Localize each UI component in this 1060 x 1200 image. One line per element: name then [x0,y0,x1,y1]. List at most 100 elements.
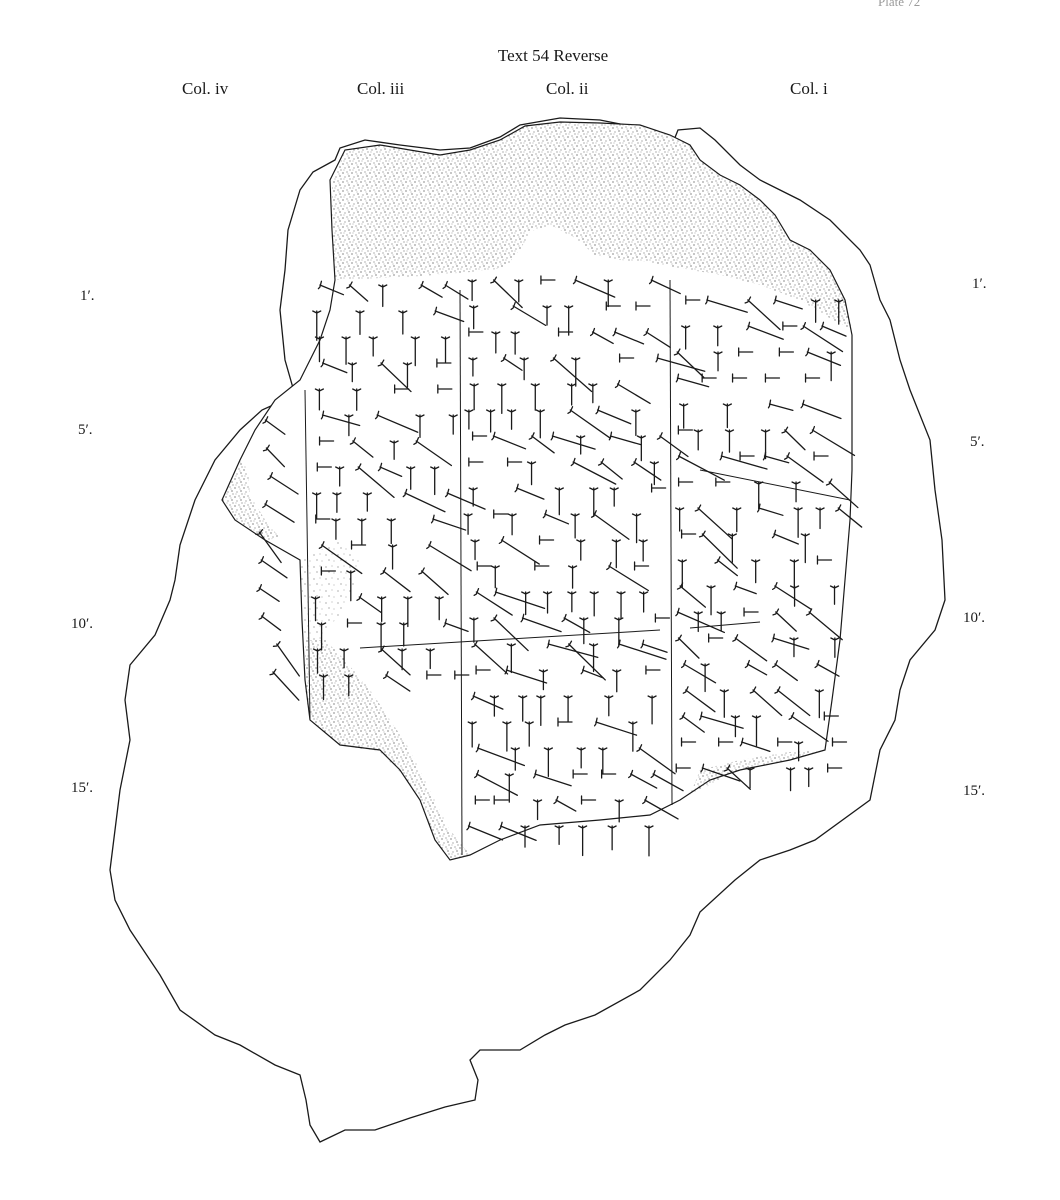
wedge-mark [588,643,599,673]
wedge-mark [493,795,509,805]
wedge-mark [474,795,490,805]
wedge-mark [834,299,844,325]
wedge-mark [468,327,484,337]
wedge-mark [507,513,517,536]
wedge-mark [694,504,733,540]
wedge-mark [608,431,642,446]
wedge-mark [654,613,671,623]
wedge-mark [628,769,658,789]
wedge-mark [398,310,408,335]
wedge-mark [553,795,577,812]
wedge-mark [382,671,411,692]
wedge-mark [554,825,564,845]
wedge-mark [403,596,413,628]
wedge-mark [771,581,812,610]
wedge-mark [605,301,621,311]
wedge-mark [614,617,624,647]
wedge-mark [346,570,356,602]
wedge-mark [595,405,632,425]
wedge-mark [804,767,814,788]
wedge-mark [502,721,512,752]
wedge-mark [571,357,581,387]
wedge-mark [679,712,705,733]
wedge-mark [589,327,614,345]
wedge-mark [640,639,668,653]
wedge-mark [464,409,474,430]
wedge-mark [542,591,553,614]
wedge-mark [314,388,325,411]
wedge-mark [738,347,754,357]
wedge-mark [604,695,614,717]
wedge-mark [540,275,556,285]
wedge-mark [727,533,737,563]
wedge-mark [430,514,467,531]
wedge-mark [733,581,757,595]
wedge-mark [550,354,593,393]
wedge-mark [825,478,859,509]
wedge-mark [648,275,681,295]
wedge-mark [267,471,299,495]
wedge-mark [823,711,839,721]
wedge-mark [378,645,411,676]
wedge-mark [520,825,530,848]
wedge-mark [538,535,555,545]
wedge-mark [816,555,833,565]
line-number-right-5: 5′. [970,434,985,450]
section-line-right [699,469,851,501]
wedge-mark [493,509,509,519]
wedge-mark [815,507,825,530]
wedge-mark [557,327,574,337]
wedge-mark [357,518,367,545]
wedge-mark [514,483,545,500]
wedge-mark [580,795,597,805]
wedge-mark [681,325,691,350]
wedge-mark [500,354,523,371]
wedge-mark [771,660,798,682]
wedge-mark [572,769,588,779]
wedge-mark [744,659,768,676]
wedge-mark [826,351,836,382]
wedge-mark [530,383,540,411]
wedge-mark [723,764,751,790]
wedge-mark [542,305,552,326]
wedge-mark [476,561,492,571]
wedge-mark [708,633,724,643]
wedge-mark [793,507,803,538]
wedge-mark [331,518,341,540]
wedge-mark [781,426,806,451]
wedge-mark [743,607,759,617]
wedge-mark [262,416,286,435]
wedge-mark [819,321,847,337]
wedge-mark [490,565,500,589]
wedge-mark [677,425,694,435]
wedge-mark [350,540,367,550]
wedge-mark [341,336,351,365]
wedge-mark [557,717,573,727]
wedge-mark [436,358,452,368]
wedge-mark [469,305,479,330]
wedge-mark [680,529,697,539]
wedge-mark [466,821,504,841]
wedge-mark [643,327,671,348]
wedge-mark [677,477,694,487]
wedge-mark [426,540,472,572]
wedge-mark [773,295,803,310]
wedge-mark [612,669,622,693]
wedge-mark [332,492,342,513]
wedge-mark [378,284,388,308]
wedge-mark [749,686,783,717]
wedge-mark [469,383,479,411]
wedge-mark [475,665,491,675]
wedge-mark [463,513,473,535]
wedge-mark [418,280,443,298]
wedge-mark [474,769,518,796]
wedge-mark [410,336,420,367]
wedge-mark [354,463,395,498]
wedge-mark [793,741,804,762]
wedge-mark [514,279,524,303]
wedge-mark [490,276,523,309]
wedge-mark [377,359,412,393]
wedge-mark [255,529,282,564]
wedge-mark [320,566,337,576]
wedge-mark [719,451,768,470]
